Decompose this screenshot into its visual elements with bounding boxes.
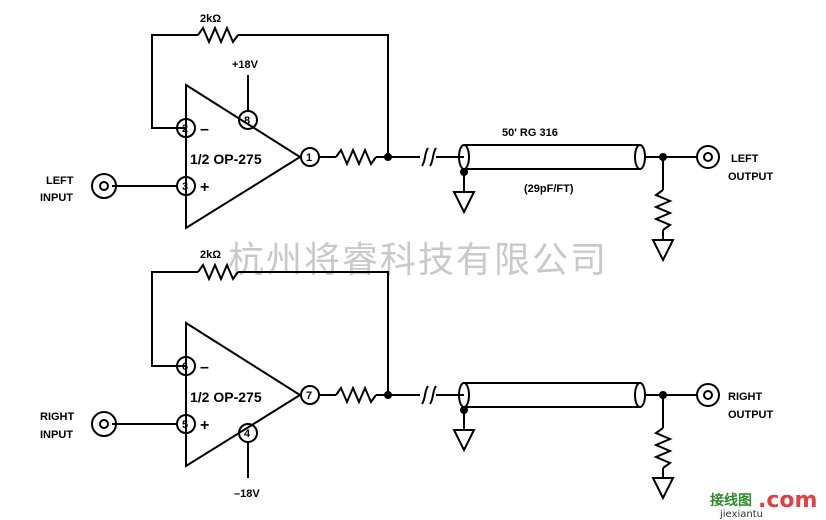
left-channel: 2kΩ 1/2 OP-275 8 +18V 2 – 3 + LEFT INPUT… xyxy=(40,13,774,263)
supply-label-plus: +18V xyxy=(232,59,259,71)
left-input-label-1: LEFT xyxy=(46,175,74,187)
junction-dot-left xyxy=(384,153,392,161)
right-input-label-1: RIGHT xyxy=(40,411,75,423)
coax-end-right-b xyxy=(634,382,646,408)
right-input-label-2: INPUT xyxy=(40,429,73,441)
pin-8-circle xyxy=(238,110,258,130)
coax-cable-right xyxy=(464,382,640,408)
pin-6-number: 6 xyxy=(182,361,188,373)
pin-3-circle xyxy=(176,176,196,196)
feedback-resistor-right xyxy=(197,262,239,282)
feedback-wire-right xyxy=(151,271,198,367)
opamp-label-left: 1/2 OP-275 xyxy=(190,151,262,167)
ground-icon-left-load xyxy=(651,239,675,263)
series-resistor-right xyxy=(335,385,377,405)
pin-7-number: 7 xyxy=(306,390,312,402)
pin-1-number: 1 xyxy=(306,152,312,164)
coax-end-left-b xyxy=(634,144,646,170)
opamp-label-right: 1/2 OP-275 xyxy=(190,389,262,405)
right-output-jack-center xyxy=(703,390,713,400)
ground-icon-right-load xyxy=(651,477,675,501)
left-input-jack-icon xyxy=(91,173,117,199)
break-mark-left-2 xyxy=(429,147,437,167)
coax-cable-left xyxy=(464,144,640,170)
ground-icon-left-cable xyxy=(452,191,476,215)
ground-icon-right-cable xyxy=(452,429,476,453)
break-mark-left-1 xyxy=(421,147,429,167)
feedback-resistor-label-left: 2kΩ xyxy=(200,13,221,25)
left-output-label-1: LEFT xyxy=(731,153,759,165)
pin-3-number: 3 xyxy=(182,181,188,193)
site-logo: 接线图 .com jiexiantu xyxy=(710,488,817,520)
supply-label-minus: –18V xyxy=(234,488,260,500)
pin-4-number: 4 xyxy=(244,428,251,440)
right-input-jack-center xyxy=(99,419,109,429)
pin-6-circle xyxy=(176,356,196,376)
feedback-resistor-left xyxy=(197,25,239,45)
logo-dotcom-text: .com xyxy=(758,488,817,513)
logo-chinese-text: 接线图 xyxy=(710,492,752,509)
left-input-label-2: INPUT xyxy=(40,192,73,204)
minus-sign-right: – xyxy=(200,359,209,376)
logo-domain-text: jiexiantu xyxy=(719,509,763,520)
right-output-jack-icon xyxy=(696,383,720,407)
watermark-text: 杭州将睿科技有限公司 xyxy=(228,240,608,281)
feedback-return-right xyxy=(238,271,389,395)
right-output-label-1: RIGHT xyxy=(728,391,763,403)
break-mark-right-1 xyxy=(421,385,429,405)
minus-sign-left: – xyxy=(200,121,209,138)
cable-capacitance-label: (29pF/FT) xyxy=(524,183,574,195)
pin-8-number: 8 xyxy=(244,115,250,127)
left-input-jack-center xyxy=(99,181,109,191)
opamp-triangle-left xyxy=(185,83,302,230)
feedback-return-left xyxy=(238,34,389,157)
left-output-jack-center xyxy=(703,152,713,162)
right-output-label-2: OUTPUT xyxy=(728,409,774,421)
plus-sign-left: + xyxy=(200,179,209,196)
feedback-resistor-label-right: 2kΩ xyxy=(200,249,221,261)
pin-2-circle xyxy=(176,118,196,138)
pin-5-number: 5 xyxy=(182,419,188,431)
break-mark-right-2 xyxy=(429,385,437,405)
series-resistor-left xyxy=(335,147,377,167)
pin-5-circle xyxy=(176,414,196,434)
opamp-triangle-right xyxy=(185,321,302,468)
plus-sign-right: + xyxy=(200,417,209,434)
pin-2-number: 2 xyxy=(182,123,188,135)
load-resistor-left xyxy=(653,189,673,231)
cable-label: 50' RG 316 xyxy=(502,127,558,139)
load-resistor-right xyxy=(653,427,673,469)
right-channel: 2kΩ 1/2 OP-275 6 – 5 + 4 –18V RIGHT INPU… xyxy=(40,249,774,501)
right-input-jack-icon xyxy=(91,411,117,437)
left-output-label-2: OUTPUT xyxy=(728,171,774,183)
junction-dot-right xyxy=(384,391,392,399)
left-output-jack-icon xyxy=(696,145,720,169)
feedback-wire-left xyxy=(151,34,198,129)
